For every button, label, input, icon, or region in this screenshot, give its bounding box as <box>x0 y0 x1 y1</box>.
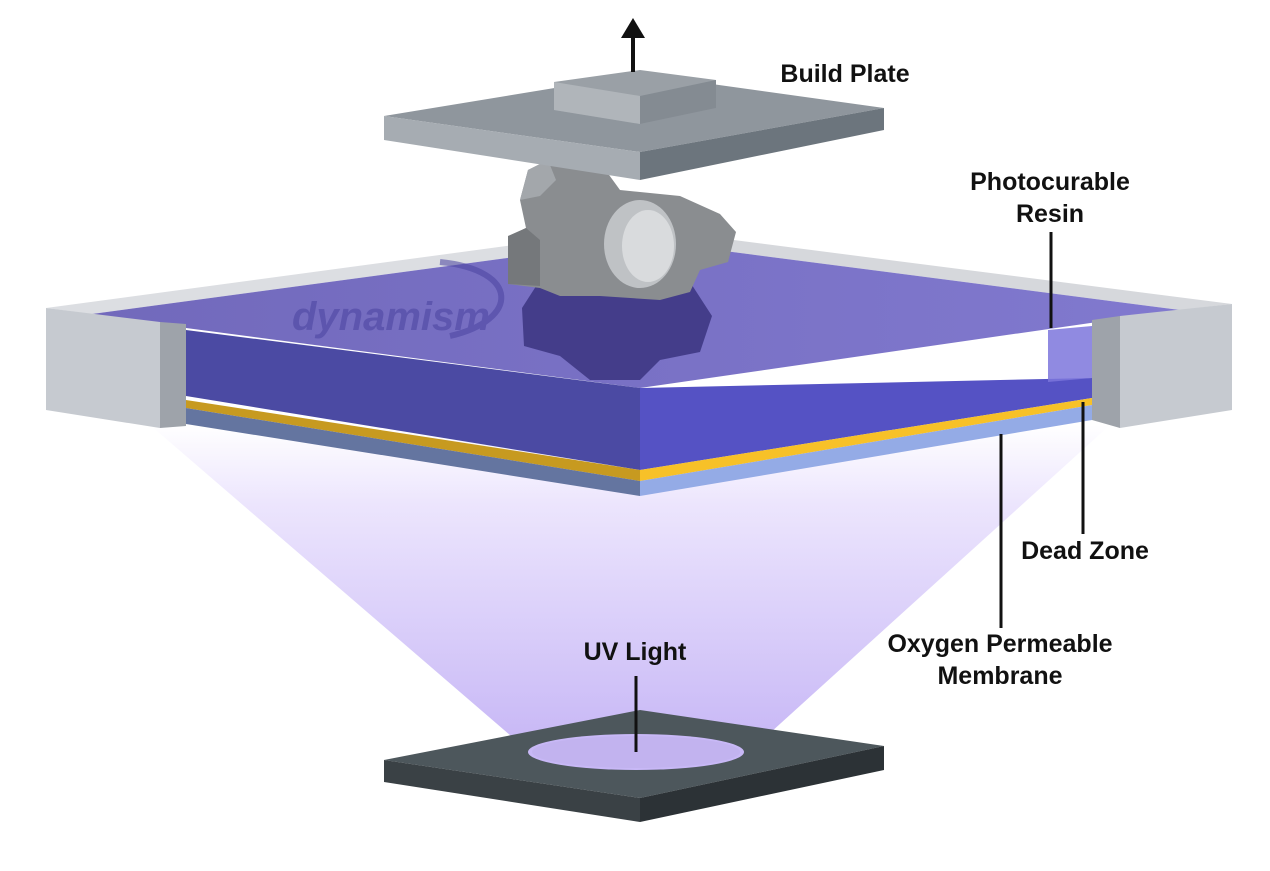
membrane-right <box>640 405 1092 496</box>
label-photocurable-resin: Photocurable Resin <box>915 166 1185 230</box>
membrane-left <box>186 408 640 496</box>
resin-front-left <box>186 330 640 470</box>
tank-wall-left <box>46 308 186 428</box>
label-dead-zone: Dead Zone <box>990 535 1180 567</box>
resin-front-right <box>640 378 1092 470</box>
uv-light-source <box>384 710 884 822</box>
tank-wall-right <box>1092 304 1232 428</box>
label-resin-line1: Photocurable <box>970 168 1130 196</box>
label-membrane-line2: Membrane <box>937 662 1063 690</box>
tank-back-wall-left <box>46 228 640 314</box>
watermark-logo: dynamism <box>292 259 505 339</box>
label-dead-zone-text: Dead Zone <box>1021 537 1149 565</box>
gear-part <box>508 160 736 300</box>
label-membrane-line1: Oxygen Permeable <box>887 630 1113 658</box>
uv-light-beam <box>150 425 1110 742</box>
resin-right-window <box>1048 326 1092 382</box>
gear-submerged <box>522 280 712 380</box>
dead-zone-right <box>640 398 1092 481</box>
build-plate <box>384 70 884 180</box>
up-arrow-icon <box>621 18 645 72</box>
label-build-plate-text: Build Plate <box>780 60 910 88</box>
label-resin-line2: Resin <box>1015 200 1085 228</box>
tank-back-wall-right <box>640 228 1232 310</box>
label-build-plate: Build Plate <box>735 58 955 90</box>
label-oxygen-membrane: Oxygen Permeable Membrane <box>850 628 1150 692</box>
label-uv-light: UV Light <box>540 636 730 668</box>
dead-zone-left <box>186 400 640 481</box>
label-uv-light-text: UV Light <box>583 638 687 666</box>
